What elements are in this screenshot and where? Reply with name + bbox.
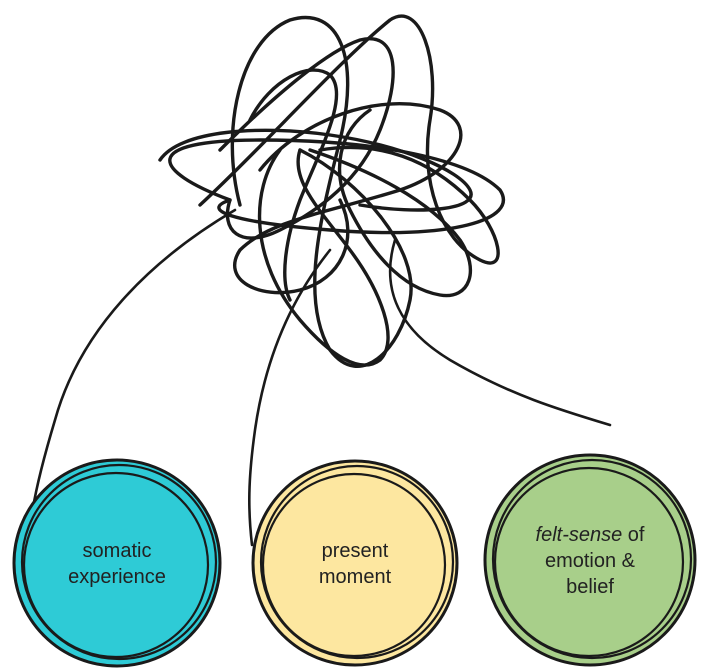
circle-label-felt-line-2: emotion & (545, 550, 636, 572)
connector-line-present (248, 248, 332, 547)
scribble-loop (218, 37, 395, 240)
scribble-loop (158, 128, 473, 212)
tangled-scribble (158, 14, 506, 368)
circle-label-somatic-line-1: somatic (83, 540, 152, 562)
scribble-loop (230, 16, 413, 368)
circle-fill (253, 461, 457, 665)
scribble-loop (198, 14, 500, 265)
circle-felt: felt-sense of emotion & belief (483, 453, 697, 667)
circle-present: present moment (251, 459, 459, 667)
circle-somatic: somatic experience (12, 458, 222, 668)
circle-outline-ring (493, 466, 685, 658)
circle-outline-ring (483, 453, 697, 667)
circle-outline-ring (251, 459, 459, 667)
circle-outline-ring (20, 463, 218, 661)
circle-fill (485, 455, 695, 665)
scribble-loop (248, 68, 339, 302)
circle-label-felt-line-1: felt-sense of (536, 524, 645, 546)
circle-label-present-line-1: present (322, 540, 389, 562)
scribble-loop (257, 148, 390, 367)
circle-outline-ring (261, 472, 447, 658)
circle-fill (14, 460, 220, 666)
circle-label-somatic-line-2: experience (68, 566, 166, 588)
circles-group: somatic experience present moment felt-sense… (12, 453, 697, 668)
circle-outline-ring (259, 464, 455, 660)
connector-line-felt (388, 238, 612, 427)
circle-outline-ring (22, 471, 210, 659)
circle-label-present-line-2: moment (319, 566, 392, 588)
circle-outline-ring (491, 458, 693, 660)
scribble-loop (308, 108, 472, 298)
circle-label-felt-line-3: belief (566, 576, 614, 598)
circle-outline-ring (12, 458, 222, 668)
